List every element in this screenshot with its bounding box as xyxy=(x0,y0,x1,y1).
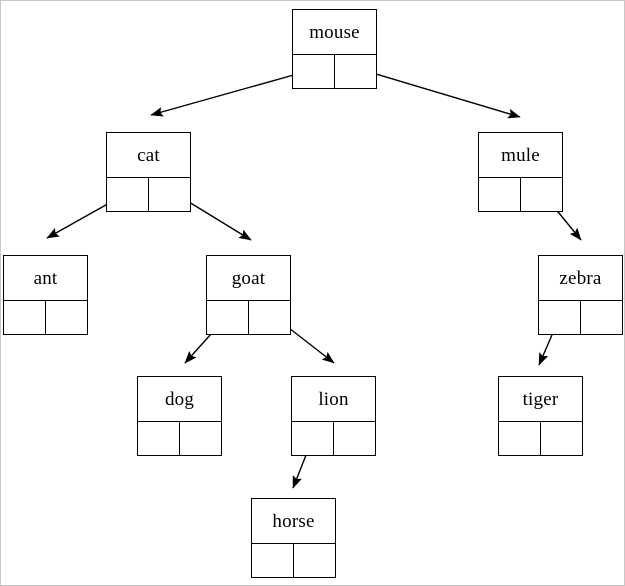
tree-node-horse[interactable]: horse xyxy=(251,498,336,578)
tree-node-label: horse xyxy=(252,499,335,544)
tree-node-lion[interactable]: lion xyxy=(291,376,376,456)
right-child-pointer-cell[interactable] xyxy=(294,544,336,577)
tree-node-dog[interactable]: dog xyxy=(137,376,222,456)
right-child-pointer-cell[interactable] xyxy=(334,422,376,455)
tree-node-mouse[interactable]: mouse xyxy=(292,9,377,89)
left-child-pointer-cell[interactable] xyxy=(207,301,249,334)
tree-node-label: lion xyxy=(292,377,375,422)
tree-node-label: tiger xyxy=(499,377,582,422)
tree-node-pointer-row xyxy=(107,178,190,211)
tree-node-label: dog xyxy=(138,377,221,422)
left-child-pointer-cell[interactable] xyxy=(4,301,46,334)
tree-node-pointer-row xyxy=(293,55,376,88)
tree-node-cat[interactable]: cat xyxy=(106,132,191,212)
left-child-pointer-cell[interactable] xyxy=(293,55,335,88)
left-child-pointer-cell[interactable] xyxy=(138,422,180,455)
tree-node-label: zebra xyxy=(539,256,622,301)
tree-node-label: goat xyxy=(207,256,290,301)
tree-node-label: mule xyxy=(479,133,562,178)
left-child-pointer-cell[interactable] xyxy=(539,301,581,334)
tree-node-tiger[interactable]: tiger xyxy=(498,376,583,456)
right-child-pointer-cell[interactable] xyxy=(46,301,88,334)
right-child-pointer-cell[interactable] xyxy=(521,178,563,211)
tree-node-goat[interactable]: goat xyxy=(206,255,291,335)
tree-node-pointer-row xyxy=(138,422,221,455)
tree-node-mule[interactable]: mule xyxy=(478,132,563,212)
right-child-pointer-cell[interactable] xyxy=(541,422,583,455)
left-child-pointer-cell[interactable] xyxy=(107,178,149,211)
tree-edge-mouse-to-mule xyxy=(355,67,521,119)
left-child-pointer-cell[interactable] xyxy=(499,422,541,455)
left-child-pointer-cell[interactable] xyxy=(479,178,521,211)
tree-edge-mouse-to-cat xyxy=(150,68,316,117)
tree-node-label: ant xyxy=(4,256,87,301)
tree-node-label: mouse xyxy=(293,10,376,55)
tree-node-pointer-row xyxy=(499,422,582,455)
tree-node-pointer-row xyxy=(207,301,290,334)
tree-node-pointer-row xyxy=(479,178,562,211)
right-child-pointer-cell[interactable] xyxy=(249,301,291,334)
left-child-pointer-cell[interactable] xyxy=(252,544,294,577)
tree-node-zebra[interactable]: zebra xyxy=(538,255,623,335)
left-child-pointer-cell[interactable] xyxy=(292,422,334,455)
tree-node-pointer-row xyxy=(4,301,87,334)
right-child-pointer-cell[interactable] xyxy=(180,422,222,455)
right-child-pointer-cell[interactable] xyxy=(335,55,377,88)
tree-node-pointer-row xyxy=(539,301,622,334)
tree-node-pointer-row xyxy=(252,544,335,577)
tree-node-label: cat xyxy=(107,133,190,178)
tree-node-pointer-row xyxy=(292,422,375,455)
right-child-pointer-cell[interactable] xyxy=(581,301,623,334)
tree-node-ant[interactable]: ant xyxy=(3,255,88,335)
right-child-pointer-cell[interactable] xyxy=(149,178,191,211)
